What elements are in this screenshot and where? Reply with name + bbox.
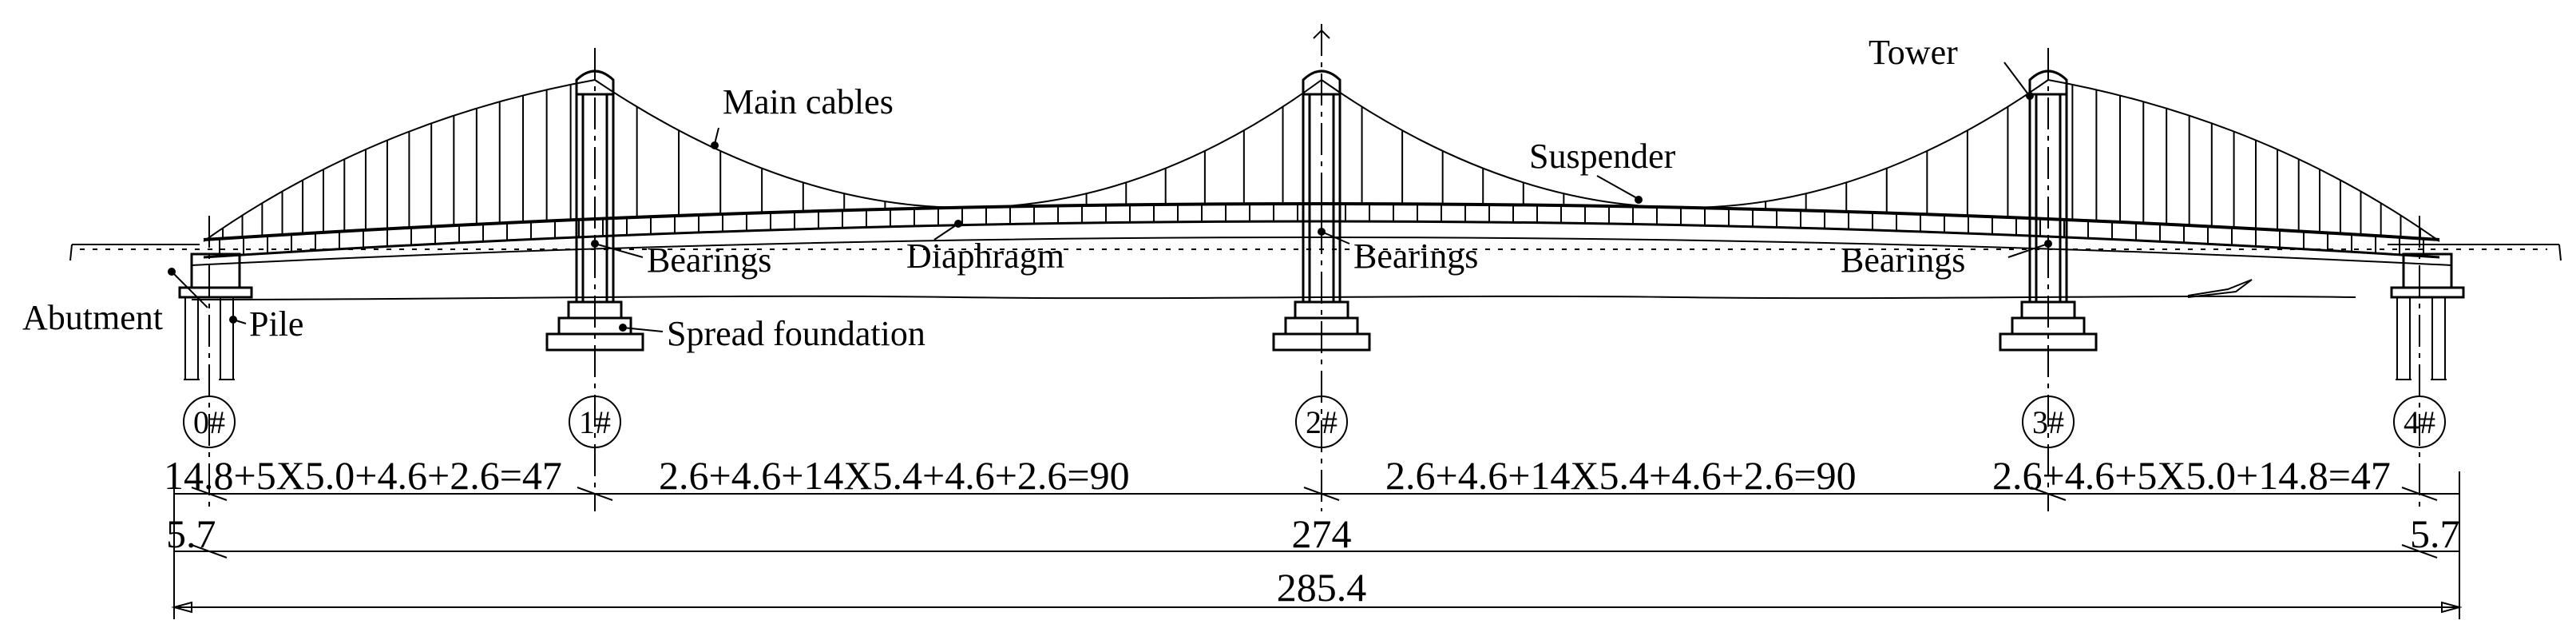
pier-4-label: 4# bbox=[2404, 404, 2435, 440]
label-bearings-2: Bearings bbox=[1353, 237, 1478, 276]
pier-0-marker bbox=[183, 396, 236, 448]
tower-3 bbox=[1999, 70, 2098, 352]
label-tower: Tower bbox=[1869, 33, 1958, 72]
label-bearings-1: Bearings bbox=[647, 241, 771, 280]
label-diaphragm: Diaphragm bbox=[906, 237, 1064, 276]
pier-0-label: 0# bbox=[193, 404, 225, 440]
pier-2-marker bbox=[1295, 396, 1348, 448]
dimension-lines bbox=[171, 471, 2463, 619]
callout-leaders bbox=[168, 62, 2052, 332]
label-spread-foundation: Spread foundation bbox=[667, 314, 925, 353]
pier-centerlines bbox=[208, 24, 2420, 511]
pier-2-label: 2# bbox=[1306, 404, 1338, 440]
label-suspender: Suspender bbox=[1529, 137, 1676, 176]
dim-span-4: 2.6+4.6+5X5.0+14.8=47 bbox=[1992, 453, 2391, 498]
dim-overall-total: 285.4 bbox=[1277, 565, 1367, 610]
pier-3-label: 3# bbox=[2032, 404, 2064, 440]
dim-span-1: 14.8+5X5.0+4.6+2.6=47 bbox=[164, 453, 562, 498]
suspenders bbox=[222, 84, 2421, 239]
abutment-right bbox=[2390, 252, 2465, 380]
pier-1-label: 1# bbox=[579, 404, 611, 440]
label-pile: Pile bbox=[249, 304, 303, 344]
dim-main-total: 274 bbox=[1292, 511, 1352, 556]
dim-right-end: 5.7 bbox=[2410, 511, 2460, 556]
dim-span-3: 2.6+4.6+14X5.4+4.6+2.6=90 bbox=[1385, 453, 1857, 498]
label-bearings-3: Bearings bbox=[1841, 241, 1965, 280]
ground-line bbox=[69, 244, 2562, 300]
pier-1-marker bbox=[569, 396, 621, 448]
label-abutment: Abutment bbox=[22, 298, 163, 337]
pier-4-marker bbox=[2393, 396, 2446, 448]
tower-1 bbox=[545, 70, 644, 352]
pier-3-marker bbox=[2022, 396, 2075, 448]
abutment-left bbox=[178, 252, 253, 380]
label-main-cables: Main cables bbox=[723, 82, 894, 121]
pier-markers: 0# 1# 2# 3# 4# bbox=[183, 396, 2446, 448]
dim-left-end: 5.7 bbox=[166, 511, 216, 556]
dim-span-2: 2.6+4.6+14X5.4+4.6+2.6=90 bbox=[659, 453, 1130, 498]
tower-2 bbox=[1272, 29, 1371, 352]
